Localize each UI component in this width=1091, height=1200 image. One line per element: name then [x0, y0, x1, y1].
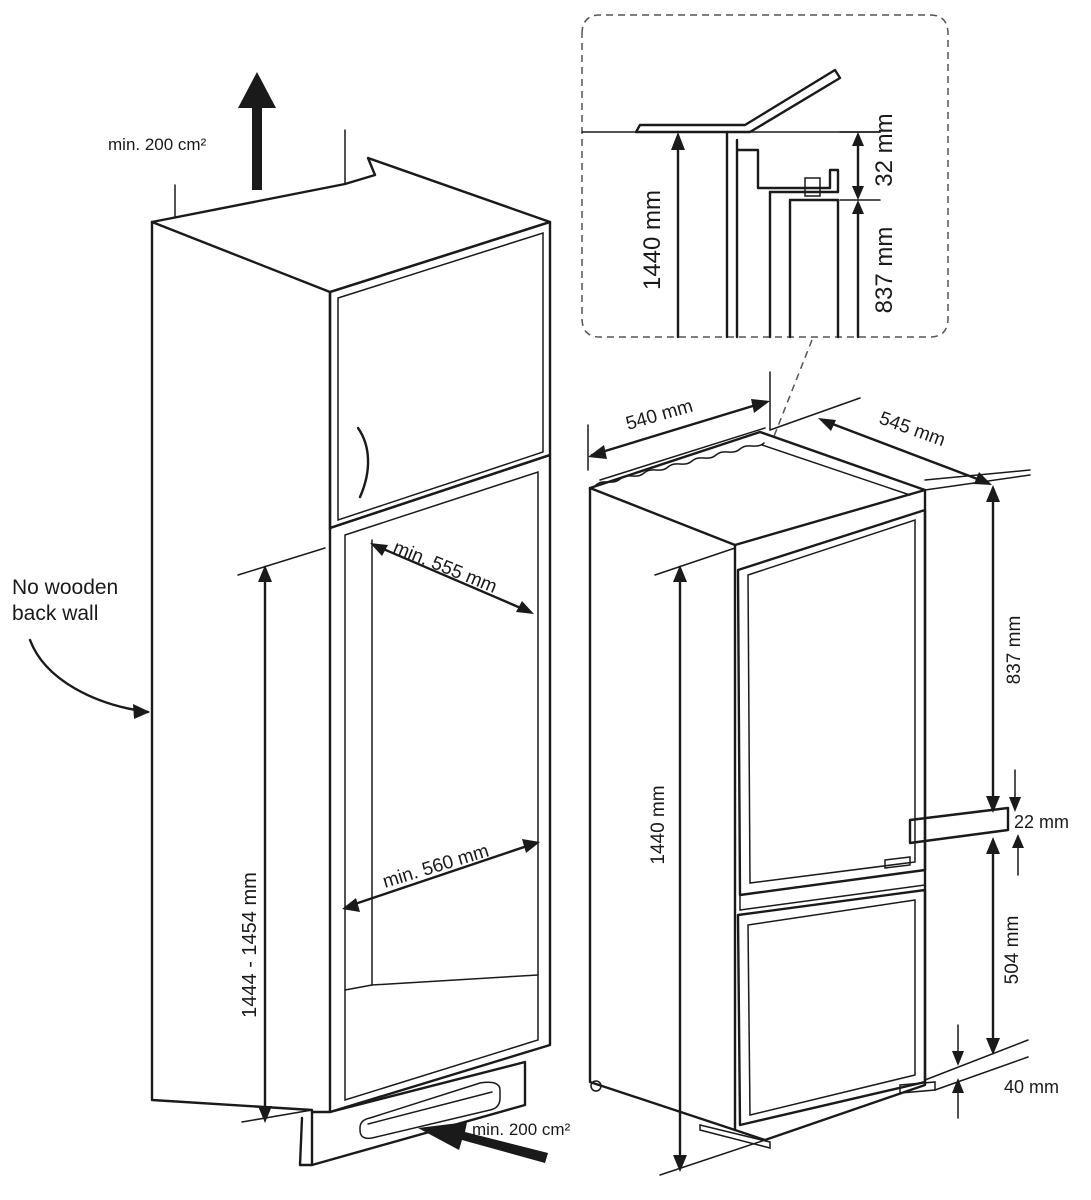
detail-hinge-pin: [804, 177, 821, 197]
niche-width-label: min. 560 mm: [380, 841, 491, 893]
niche-height-label: 1444 - 1454 mm: [239, 872, 261, 1018]
appliance-top-detail: [599, 427, 911, 496]
appliance-wheel: [590, 1080, 602, 1092]
detail-hinge-plate: [634, 68, 842, 134]
upper-door-dimension: [924, 474, 1031, 813]
plinth-vent-grille: [359, 1081, 501, 1140]
bottom-gap-label: 40 mm: [1004, 1077, 1059, 1097]
niche-opening: [344, 470, 539, 1102]
niche-floor-edge: [344, 984, 373, 991]
lower-door-label: 504 mm: [1002, 916, 1023, 985]
detail-appliance-edge: [788, 198, 840, 339]
niche-height-dimension: [237, 547, 326, 1123]
appliance-body: [588, 430, 927, 1142]
freezer-door: [736, 888, 927, 1127]
door-hinge-mid: [884, 856, 911, 869]
niche-depth-label: min. 555 mm: [390, 537, 500, 598]
detail-door-label: 837 mm: [871, 227, 898, 314]
door-gap-dimension: [908, 769, 1024, 876]
vent-arrow-up-icon: [238, 72, 276, 190]
freezer-door-inner: [747, 899, 916, 1116]
detail-height-label: 1440 mm: [639, 190, 666, 290]
detail-gap-label: 32 mm: [871, 113, 898, 186]
cabinet-side-top-edge: [150, 220, 332, 532]
bottom-gap-dimension: [924, 1024, 1029, 1119]
plinth-vent-slot: [367, 1091, 493, 1125]
app-width-dimension: [587, 371, 771, 471]
app-height-dimension: [654, 547, 766, 1176]
pointer-arrow-icon: [28, 638, 150, 719]
cabinet: [150, 129, 552, 1167]
door-gap: [739, 869, 926, 911]
vent-bottom-label: min. 200 cm²: [472, 1120, 571, 1139]
lower-door-dimension: [986, 837, 1000, 1055]
app-width-label: 540 mm: [624, 396, 696, 435]
door-gap-label: 22 mm: [1014, 812, 1069, 832]
niche-back: [371, 539, 539, 986]
appliance-top-vent: [595, 442, 765, 486]
vent-arrow-in-icon: [418, 1122, 548, 1163]
upper-door: [328, 220, 552, 530]
niche-frame: [328, 453, 552, 1114]
upper-door-label: 837 mm: [1004, 616, 1025, 685]
detail-door-profile: [725, 130, 840, 339]
detail-inset: [581, 14, 949, 339]
niche-depth-dimension: [370, 543, 534, 614]
appliance: [588, 427, 936, 1149]
no-back-wall-label-line2: back wall: [12, 602, 98, 625]
cabinet-left-side: [150, 220, 314, 1167]
vent-top-label: min. 200 cm²: [108, 135, 207, 154]
fridge-door-inner: [747, 518, 916, 884]
app-depth-dimension: [769, 397, 1031, 485]
gap-spacer: [908, 806, 1010, 845]
niche-width-dimension: [342, 839, 540, 912]
cabinet-back-rails: [174, 129, 346, 218]
cabinet-top: [150, 156, 552, 294]
door-handle-icon: [356, 426, 370, 499]
upper-door-inner: [337, 231, 544, 522]
app-height-label: 1440 mm: [648, 785, 669, 864]
no-back-wall-label-line1: No wooden: [12, 576, 118, 599]
